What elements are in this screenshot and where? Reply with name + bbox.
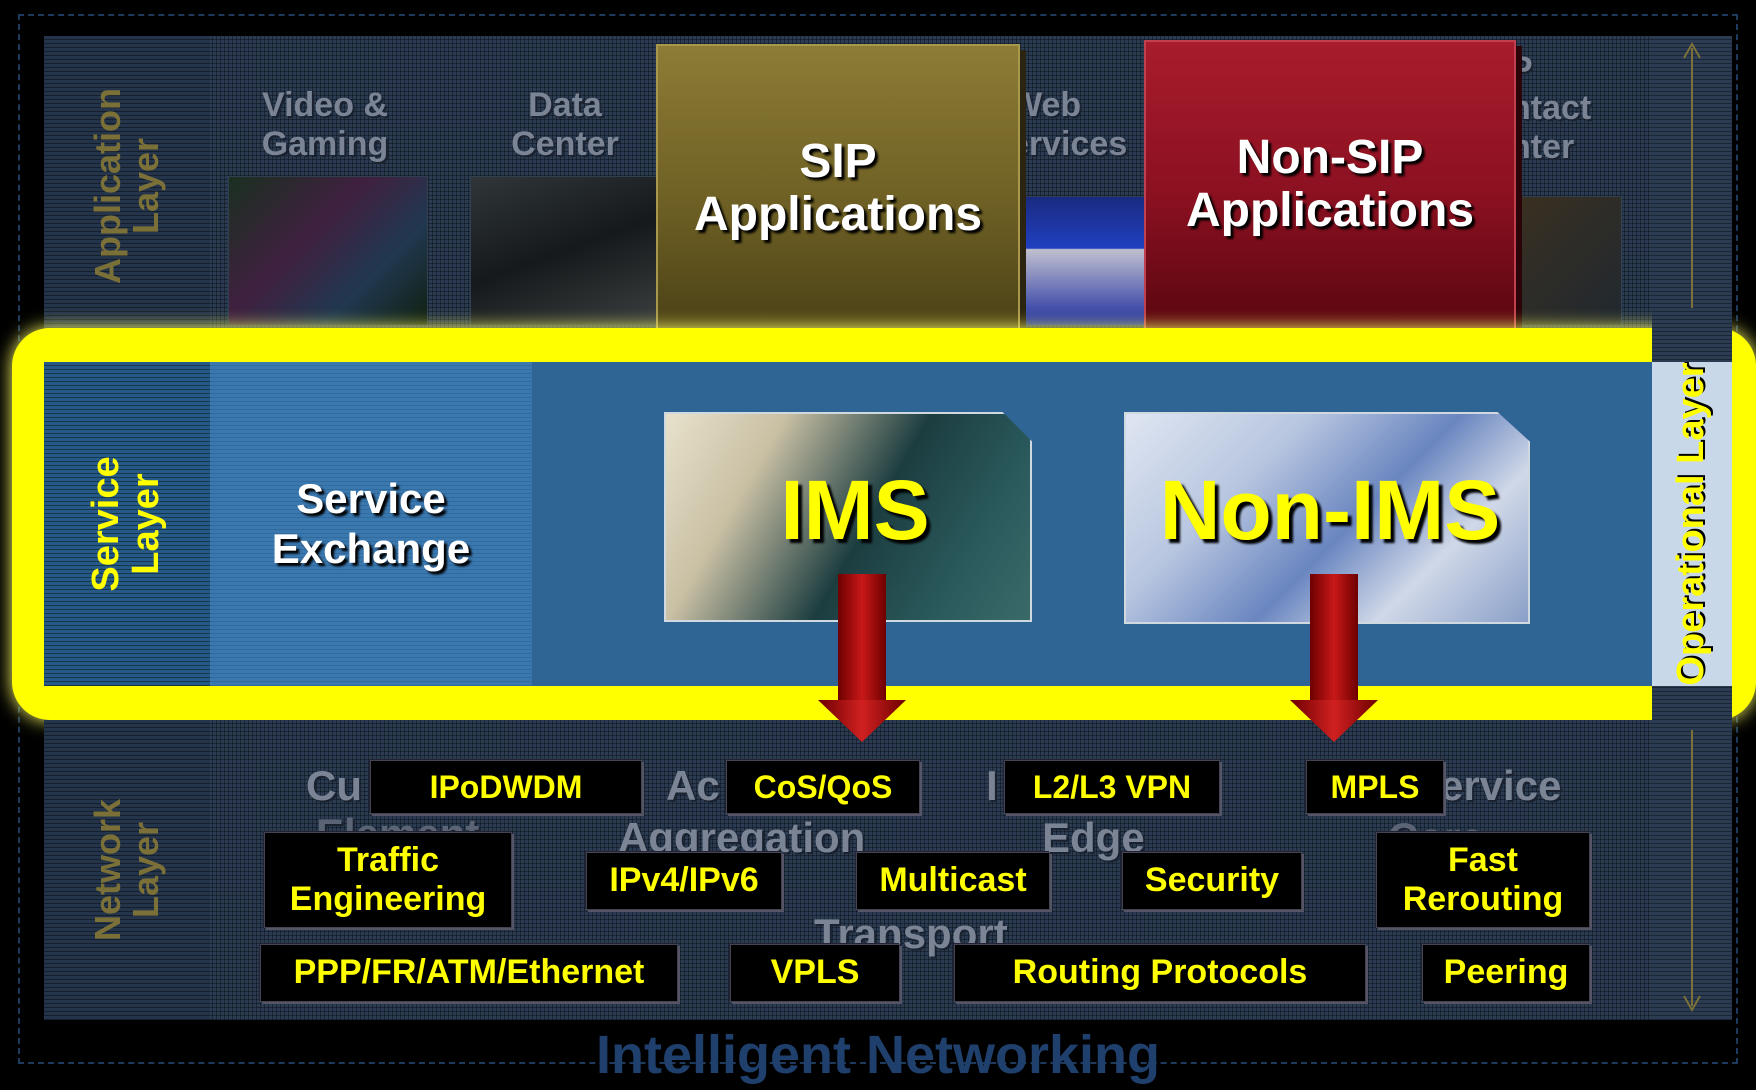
network-label-line2: Layer xyxy=(125,821,166,919)
tag-fast-rerouting: Fast Rerouting xyxy=(1376,832,1590,928)
video-gaming-label: Video & Gaming xyxy=(230,86,420,164)
non-sip-applications-box: Non-SIP Applications xyxy=(1144,40,1516,330)
operational-layer-service-segment xyxy=(1652,362,1732,686)
ims-arrow-head xyxy=(818,700,906,742)
tag-ppp-fr-atm-ethernet: PPP/FR/ATM/Ethernet xyxy=(260,944,678,1002)
tag-l2l3-vpn: L2/L3 VPN xyxy=(1004,760,1220,814)
service-exchange-line2: Exchange xyxy=(271,525,471,572)
video-gaming-line2: Gaming xyxy=(261,125,389,164)
non-ims-arrow-head xyxy=(1290,700,1378,742)
sip-box-line1: SIP xyxy=(799,135,877,189)
traffic-eng-line2: Engineering xyxy=(289,880,487,918)
access-ghost-label: Ac xyxy=(666,762,720,809)
tag-ipodwdm: IPoDWDM xyxy=(370,760,642,814)
data-center-line2: Center xyxy=(511,125,619,164)
tag-routing-protocols: Routing Protocols xyxy=(954,944,1366,1002)
ims-label: IMS xyxy=(780,463,930,557)
sip-applications-box: SIP Applications xyxy=(656,44,1020,334)
traffic-eng-line1: Traffic xyxy=(336,840,440,879)
web-services-line2: ervices xyxy=(1010,125,1128,164)
service-layer-label: Service Layer xyxy=(85,456,167,592)
data-center-line1: Data xyxy=(528,86,602,124)
non-sip-box-line1: Non-SIP xyxy=(1236,131,1424,185)
network-layer-label: Network Layer xyxy=(87,798,166,942)
tag-traffic-engineering: Traffic Engineering xyxy=(264,832,512,928)
edge-ghost-i: I xyxy=(986,762,998,809)
data-center-image xyxy=(470,176,658,326)
tag-mpls: MPLS xyxy=(1306,760,1444,814)
application-label-line2: Layer xyxy=(125,137,166,235)
customer-ghost-label: Cu xyxy=(306,762,362,809)
tag-cos-qos: CoS/QoS xyxy=(726,760,920,814)
contact-center-label: P ntact nter xyxy=(1510,50,1630,167)
service-layer-label-column: Service Layer xyxy=(44,362,210,686)
tag-multicast: Multicast xyxy=(856,852,1050,910)
non-ims-arrow-shaft xyxy=(1310,574,1358,702)
service-exchange-panel: Service Exchange xyxy=(210,362,532,686)
fast-rerouting-line1: Fast xyxy=(1448,840,1518,879)
video-gaming-line1: Video & xyxy=(262,86,388,124)
tag-security: Security xyxy=(1122,852,1302,910)
tag-vpls: VPLS xyxy=(730,944,900,1002)
operational-label-text: Operational Layer xyxy=(1670,362,1713,686)
contact-center-line1: P xyxy=(1510,50,1533,88)
network-label-line1: Network xyxy=(87,798,129,942)
tag-peering: Peering xyxy=(1422,944,1590,1002)
operational-layer-label: Operational Layer xyxy=(1652,362,1732,686)
non-ims-label: Non-IMS xyxy=(1159,463,1501,557)
tag-ipv4-ipv6: IPv4/IPv6 xyxy=(586,852,782,910)
contact-center-line3: nter xyxy=(1510,128,1575,167)
service-label-line1: Service xyxy=(85,456,128,592)
contact-center-line2: ntact xyxy=(1510,89,1592,128)
application-label-line1: Application xyxy=(87,88,129,284)
sip-box-line2: Applications xyxy=(693,188,983,241)
web-services-line1: Web xyxy=(1010,86,1082,124)
service-core-ghost-label: ervice xyxy=(1440,762,1562,809)
application-layer-label-column: Application Layer xyxy=(44,36,210,336)
operational-arrow-down xyxy=(1683,730,1701,1013)
page-title: Intelligent Networking xyxy=(595,1025,1161,1085)
application-layer-label: Application Layer xyxy=(87,88,166,284)
service-exchange-line1: Service xyxy=(296,474,446,522)
contact-center-image xyxy=(1512,196,1622,326)
fast-rerouting-line2: Rerouting xyxy=(1402,880,1564,918)
service-label-line2: Layer xyxy=(125,473,167,575)
operational-arrow-up xyxy=(1683,41,1701,308)
web-services-image xyxy=(1010,196,1150,326)
video-gaming-image xyxy=(228,176,428,326)
data-center-label: Data Center xyxy=(480,86,650,164)
non-sip-box-line2: Applications xyxy=(1185,184,1475,237)
ims-arrow-shaft xyxy=(838,574,886,702)
network-layer-label-column: Network Layer xyxy=(44,720,210,1020)
web-services-label: Web ervices xyxy=(1010,86,1130,164)
